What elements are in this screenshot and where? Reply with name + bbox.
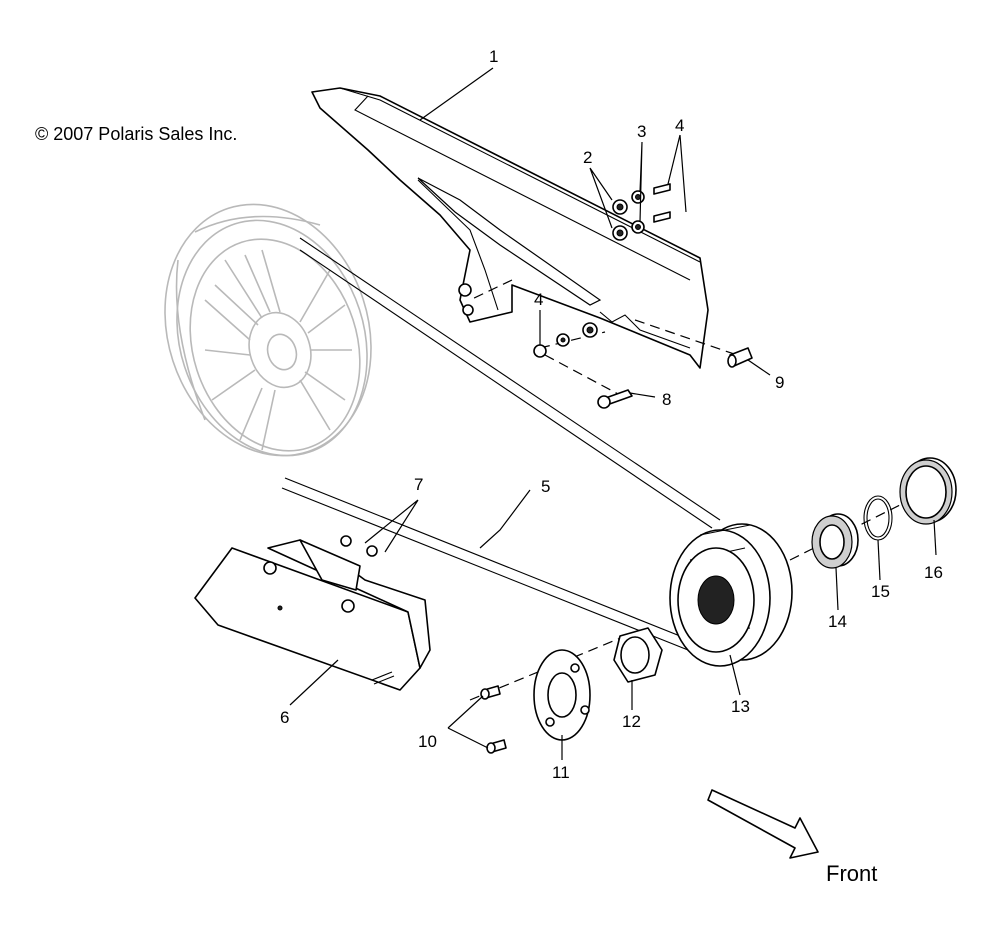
bearing-seals [811,457,957,569]
callout-13: 13 [731,697,750,716]
front-arrow [707,789,819,859]
drive-pulley [669,523,793,667]
callout-15: 15 [871,582,890,601]
callout-7: 7 [414,475,423,494]
callout-4-upper: 4 [675,116,684,135]
rear-wheel-ghost [164,203,372,457]
callout-12: 12 [622,712,641,731]
callout-4-lower: 4 [534,290,543,309]
callout-5: 5 [541,477,550,496]
pulley-hardware [480,627,663,754]
callout-1: 1 [489,47,498,66]
guard-fasteners [533,183,753,409]
copyright-text: © 2007 Polaris Sales Inc. [35,124,237,144]
callout-2: 2 [583,148,592,167]
callout-labels: 1 2 3 4 4 5 6 7 8 9 10 11 12 13 14 15 16 [280,47,943,782]
callout-9: 9 [775,373,784,392]
callout-8: 8 [662,390,671,409]
callout-3: 3 [637,122,646,141]
drive-belt [281,237,721,651]
callout-14: 14 [828,612,847,631]
lower-belt-guard [194,535,431,691]
callout-10: 10 [418,732,437,751]
upper-belt-guard [311,87,709,369]
front-label: Front [826,861,877,886]
leader-lines [289,67,937,760]
callout-11: 11 [552,763,570,782]
callout-6: 6 [280,708,289,727]
callout-16: 16 [924,563,943,582]
